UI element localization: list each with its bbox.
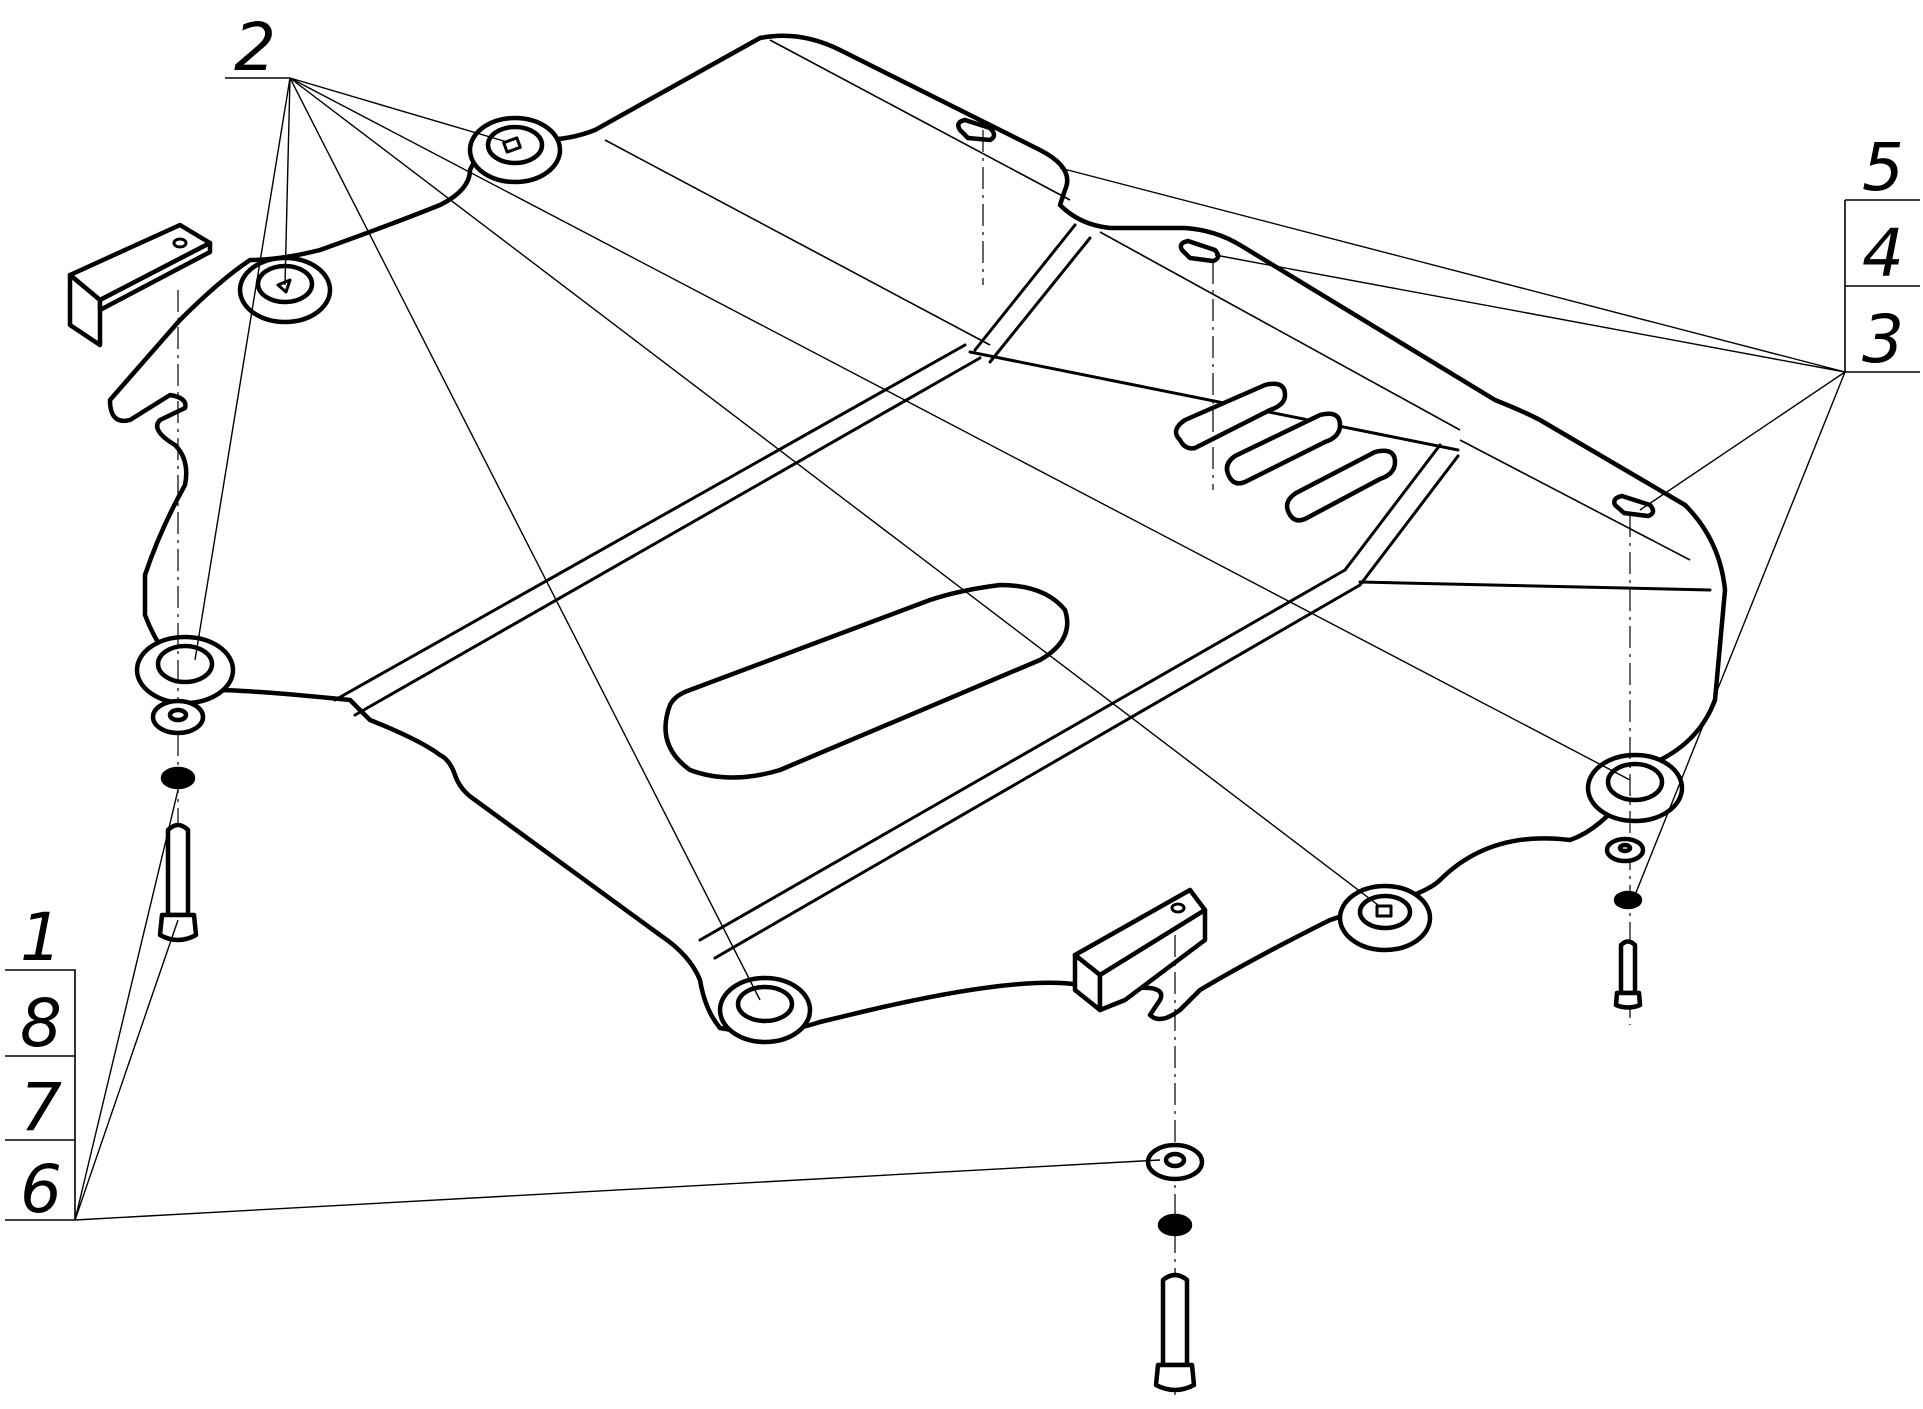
- rib-right-step: [1343, 443, 1460, 587]
- tab-slot-middle: [1178, 238, 1221, 264]
- rib-front-right: [698, 568, 1362, 960]
- vent-slot-3: [1284, 448, 1398, 523]
- bolt-bottom: [1153, 1272, 1197, 1393]
- spring-washer-left: [160, 766, 196, 790]
- vent-slot-2: [1224, 411, 1343, 486]
- skid-plate: [107, 33, 1728, 1033]
- rib-center: [973, 223, 1092, 364]
- center-oval-opening: [663, 582, 1070, 780]
- washer-bottom: [1145, 1142, 1205, 1182]
- tab-slot-right: [1612, 493, 1656, 519]
- callout-2: 2: [234, 9, 276, 86]
- callout-6: 6: [20, 1151, 62, 1228]
- spring-washer-right: [1613, 890, 1643, 910]
- boss-left-lower: [134, 634, 236, 706]
- callout-7: 7: [20, 1069, 62, 1146]
- bracket-front: [1072, 887, 1208, 1013]
- bolt-right: [1613, 939, 1643, 1010]
- leader-lines: [5, 77, 1920, 1221]
- bolt-left: [157, 822, 199, 943]
- spring-washer-bottom: [1157, 1213, 1193, 1237]
- callout-5: 5: [1862, 129, 1904, 206]
- ventilation-slots: [1173, 381, 1398, 523]
- callout-1: 1: [20, 899, 62, 976]
- boss-front-center: [717, 975, 813, 1045]
- fastener-set-right: [1604, 836, 1646, 1010]
- boss-front-right: [1337, 883, 1433, 953]
- callout-left-table: [5, 969, 76, 1220]
- rib-front-left: [333, 343, 982, 717]
- vent-slot-1: [1173, 381, 1288, 451]
- washer-right: [1604, 836, 1646, 864]
- rib-rear-edge: [968, 350, 1712, 592]
- callout-right-table: [1844, 199, 1920, 372]
- callout-8: 8: [20, 985, 62, 1062]
- rib-top-crease: [604, 39, 1691, 561]
- callout-4: 4: [1862, 215, 1904, 292]
- boss-right: [1585, 752, 1685, 824]
- tab-slot-top: [956, 117, 997, 143]
- fastener-set-bottom: [1145, 1142, 1205, 1393]
- callout-3: 3: [1862, 301, 1904, 378]
- skid-plate-outline: [107, 33, 1728, 1033]
- mounting-bosses: [134, 115, 1685, 1045]
- boss-top-left: [467, 115, 563, 185]
- bracket-left: [67, 222, 213, 348]
- washer-left: [150, 698, 206, 736]
- fastener-set-left: [150, 698, 206, 943]
